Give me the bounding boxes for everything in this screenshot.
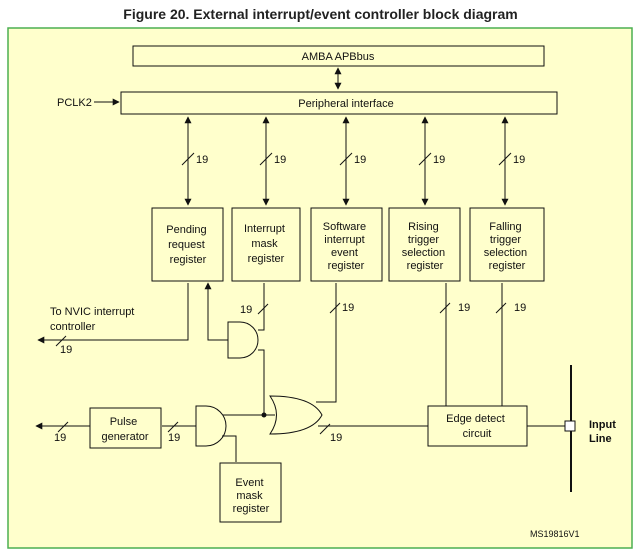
interrupt-mask-register [231, 207, 301, 282]
edge-detect-box [427, 405, 528, 447]
falling-width-label: 19 [514, 302, 526, 314]
reference-code: MS19816V1 [530, 529, 580, 539]
pulse-out-slash [57, 421, 69, 433]
software-slash [329, 302, 341, 314]
event-mask-to-and-line [222, 435, 237, 462]
event-mask-register-box [219, 462, 282, 523]
peripheral-interface-label: Peripheral interface [298, 98, 393, 110]
register-bus-arrows [184, 116, 509, 206]
pulse-generator-box [89, 407, 162, 449]
amba-bus-box [132, 45, 545, 67]
software-interrupt-event-label: Software interrupt event register [323, 221, 369, 272]
mask-width-label: 19 [240, 304, 252, 316]
nvic-output-line [37, 283, 189, 344]
mask-slash [257, 303, 269, 315]
interrupt-and-gate [227, 321, 259, 359]
nvic-width-label: 19 [60, 344, 72, 356]
pending-request-label: Pending request register [166, 224, 209, 266]
event-mask-label: Event mask register [233, 477, 270, 515]
pclk2-label: PCLK2 [57, 97, 92, 109]
diagram-frame [7, 27, 633, 549]
bus-width-label: 19 [354, 154, 366, 166]
rising-slash [439, 302, 451, 314]
or-to-and-line [258, 349, 265, 414]
junction-dot [261, 412, 267, 418]
event-and-gate [195, 405, 227, 447]
pulse-in-slash [167, 421, 179, 433]
mask-to-and-line [258, 283, 265, 331]
nvic-slash [55, 335, 67, 347]
software-interrupt-event-register [310, 207, 383, 282]
rising-trigger-label: Rising trigger selection register [402, 221, 448, 272]
rising-width-label: 19 [458, 302, 470, 314]
falling-trigger-label: Falling trigger selection register [484, 221, 530, 272]
nvic-label: To NVIC interrupt controller [50, 306, 137, 333]
pulse-out-width-label: 19 [54, 432, 66, 444]
figure-title: Figure 20. External interrupt/event cont… [123, 6, 518, 22]
bus-width-labels: 19 19 19 19 19 [196, 154, 525, 166]
pending-request-register [151, 207, 224, 282]
rising-trigger-selection-register [388, 207, 461, 282]
interrupt-mask-label: Interrupt mask register [244, 223, 288, 265]
edge-detect-label: Edge detect circuit [446, 413, 508, 440]
register-boxes [151, 207, 545, 282]
bus-width-label: 19 [433, 154, 445, 166]
or-gate [269, 395, 323, 435]
bus-width-label: 19 [196, 154, 208, 166]
input-line-label: Input Line [589, 419, 619, 445]
input-pin [564, 420, 576, 432]
bus-width-slashes [181, 152, 512, 166]
and-to-pending-line [204, 282, 228, 341]
falling-trigger-selection-register [469, 207, 545, 282]
peripheral-interface-box [120, 91, 558, 115]
edge-width-label: 19 [330, 432, 342, 444]
amba-bus-label: AMBA APBbus [302, 51, 375, 63]
pulse-in-width-label: 19 [168, 432, 180, 444]
pulse-generator-label: Pulse generator [101, 416, 148, 443]
bus-width-label: 19 [274, 154, 286, 166]
bus-width-label: 19 [513, 154, 525, 166]
software-width-label: 19 [342, 302, 354, 314]
falling-slash [495, 302, 507, 314]
edge-slash [319, 423, 331, 435]
software-to-or-line [316, 283, 337, 403]
